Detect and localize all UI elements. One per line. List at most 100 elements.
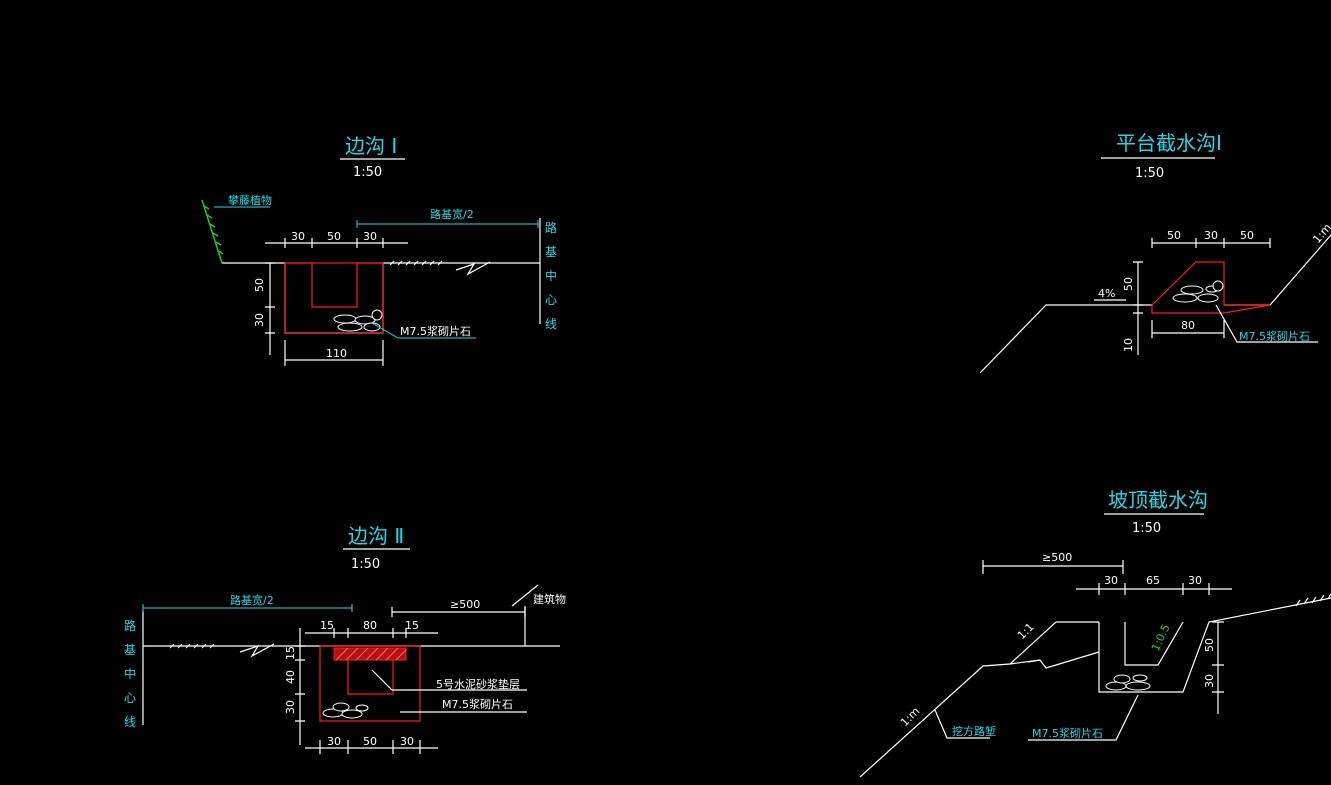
ditch-2-building-label: 建筑物 xyxy=(533,592,566,606)
ditch-1-title: 边沟 Ⅰ xyxy=(345,134,397,158)
ditch-1-plant-hatch xyxy=(203,205,224,255)
platform-ditch-dim-50a: 50 xyxy=(1167,229,1181,242)
platform-ditch-slope-right: 1:m xyxy=(1310,221,1331,246)
crest-ditch-ditch-inner xyxy=(1124,621,1184,666)
crest-ditch-ditch-outline xyxy=(1098,597,1331,693)
ditch-2-bottom-dim-ticks xyxy=(319,740,421,754)
ditch-2-stone xyxy=(341,709,363,719)
ditch-1-center-char: 路 xyxy=(545,220,557,235)
ditch-2-vertical-dim-ticks xyxy=(295,645,305,722)
ditch-1-center-char: 中 xyxy=(545,268,557,283)
crest-ditch-dim-50v: 50 xyxy=(1203,638,1216,652)
ditch-2-building-leader xyxy=(511,584,539,607)
ditch-1-plant-line xyxy=(201,199,223,264)
ditch-1-dim-30b: 30 xyxy=(363,230,377,243)
ditch-2-center-char: 线 xyxy=(124,715,136,729)
ditch-2-center-char: 基 xyxy=(124,643,136,657)
platform-ditch-stone xyxy=(1180,285,1204,295)
crest-ditch-slope-1-m: 1:m xyxy=(898,705,922,729)
ditch-1-dim-50a: 50 xyxy=(327,230,341,243)
ditch-2-top-dim-ticks xyxy=(333,628,407,638)
platform-ditch-lining xyxy=(1151,261,1271,314)
ditch-1-center-char: 基 xyxy=(545,245,557,259)
crest-ditch-fill-label: 挖方路堑 xyxy=(952,724,996,738)
ditch-2-dim-30v: 30 xyxy=(284,700,297,714)
crest-ditch-ground-hatch xyxy=(1295,593,1331,607)
ditch-2-dim-15a: 15 xyxy=(320,619,334,632)
ditch-2-dim-80: 80 xyxy=(363,619,377,632)
ditch-2-drawing: 边沟 Ⅱ 1:50 路 基 中 心 线 路基宽/2 ≥500 建筑物 xyxy=(124,524,566,754)
ditch-2-outer-lining xyxy=(319,645,421,722)
platform-ditch-bottom-dim-ticks xyxy=(1151,320,1225,338)
crest-ditch-mortar-label: M7.5浆砌片石 xyxy=(1032,726,1103,740)
ditch-1-road-hatch xyxy=(389,260,443,266)
ditch-2-half-width-label: 路基宽/2 xyxy=(230,593,274,607)
ditch-2-dim-40v: 40 xyxy=(284,670,297,684)
crest-ditch-dim-ge500: ≥500 xyxy=(1042,551,1072,564)
ditch-1-mortar-label: M7.5浆砌片石 xyxy=(400,324,471,338)
ditch-2-mortar-label: M7.5浆砌片石 xyxy=(442,697,513,711)
ditch-2-inner-lining xyxy=(347,660,394,695)
platform-ditch-dim-50b: 50 xyxy=(1240,229,1254,242)
ditch-1-stone xyxy=(337,322,363,332)
platform-ditch-stone xyxy=(1212,280,1224,292)
ditch-2-cement-layer xyxy=(333,647,407,661)
ditch-2-cement-label: 5号水泥砂浆垫层 xyxy=(436,677,520,691)
crest-ditch-slope-1-1: 1:1 xyxy=(1015,620,1037,642)
platform-ditch-mortar-label: M7.5浆砌片石 xyxy=(1239,329,1310,343)
platform-ditch-stone xyxy=(1197,293,1219,303)
platform-ditch-dim-80: 80 xyxy=(1181,319,1195,332)
crest-ditch-mortar-leader xyxy=(1028,694,1139,741)
ditch-1-center-char: 线 xyxy=(545,317,557,331)
platform-ditch-scale: 1:50 xyxy=(1135,166,1164,181)
ditch-2-stone xyxy=(332,702,350,712)
crest-ditch-stone xyxy=(1132,674,1148,682)
ditch-1-dim-30v: 30 xyxy=(253,313,266,327)
crest-ditch-cut-slope xyxy=(859,621,1099,778)
ditch-2-center-char: 中 xyxy=(124,666,136,681)
crest-ditch-title: 坡顶截水沟 xyxy=(1108,488,1208,512)
ditch-2-dim-50: 50 xyxy=(363,735,377,748)
ditch-2-scale: 1:50 xyxy=(351,557,380,572)
ditch-1-stone xyxy=(363,322,381,332)
ditch-1-plant-label: 攀藤植物 xyxy=(228,193,272,207)
crest-ditch-scale: 1:50 xyxy=(1132,521,1161,536)
ditch-1-stone xyxy=(333,314,357,324)
crest-ditch-vertical-dim-ticks xyxy=(1212,621,1224,693)
ditch-2-stone xyxy=(355,704,369,712)
crest-ditch-dim-30b: 30 xyxy=(1188,574,1202,587)
ditch-1-stone xyxy=(371,309,383,321)
ditch-2-cement-leader xyxy=(371,669,527,691)
platform-ditch-grade-label: 4% xyxy=(1098,287,1115,300)
platform-ditch-left-slope xyxy=(979,304,1152,374)
ditch-1-vertical-dim-ticks xyxy=(265,262,275,334)
ditch-2-center-char: 路 xyxy=(124,618,136,633)
crest-ditch-arrow xyxy=(1027,659,1041,663)
crest-ditch-excavation-line xyxy=(1009,651,1100,669)
platform-ditch-stone xyxy=(1172,293,1198,303)
ditch-2-dim-15b: 15 xyxy=(405,619,419,632)
ditch-2-dim-30b: 30 xyxy=(400,735,414,748)
crest-ditch-dim-30v: 30 xyxy=(1203,674,1216,688)
ditch-1-dim-50v: 50 xyxy=(253,278,266,292)
crest-ditch-slope-1-0-5: 1:0.5 xyxy=(1149,622,1173,653)
ditch-2-dim-ge500: ≥500 xyxy=(450,598,480,611)
ditch-2-half-width-ticks xyxy=(142,604,353,612)
ditch-2-break-mark xyxy=(239,643,275,658)
ditch-1-outer-lining xyxy=(284,262,384,334)
ditch-2-dim-30a: 30 xyxy=(327,735,341,748)
crest-ditch-stone xyxy=(1113,674,1131,684)
ditch-1-bottom-dim-ticks xyxy=(284,340,384,366)
ditch-2-title: 边沟 Ⅱ xyxy=(348,524,404,548)
ditch-1-inner-lining xyxy=(285,262,383,308)
platform-ditch-dim-50v: 50 xyxy=(1122,277,1135,291)
ditch-2-road-hatch xyxy=(169,643,215,649)
ditch-1-top-dim-ticks xyxy=(284,238,384,248)
platform-ditch-right-slope xyxy=(1224,234,1331,306)
crest-ditch-stone xyxy=(1125,681,1151,691)
ditch-2-cement-hatch xyxy=(335,647,407,661)
ditch-1-half-width-label: 路基宽/2 xyxy=(430,207,474,221)
crest-ditch-fill-leader xyxy=(934,709,990,739)
